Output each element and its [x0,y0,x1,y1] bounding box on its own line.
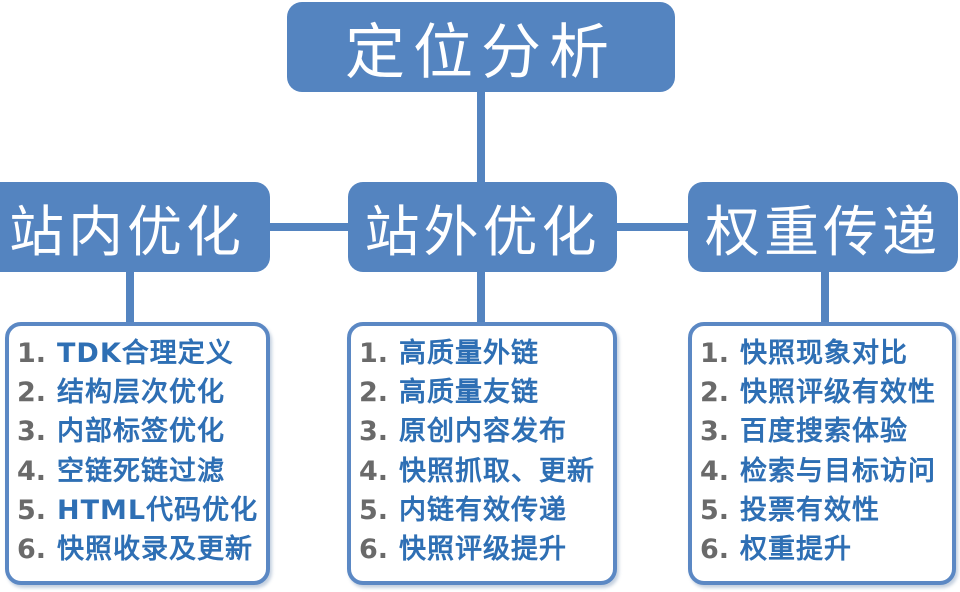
list-item: 3. 内部标签优化 [17,418,262,445]
list-item: 4. 空链死链过滤 [17,458,262,485]
item-number: 2. [17,377,47,409]
item-number: 5. [359,494,389,526]
list-item: 5. HTML代码优化 [17,497,262,524]
item-text: 高质量外链 [399,338,539,369]
item-text: 内部标签优化 [57,416,225,448]
item-number: 1. [359,338,389,369]
item-text: 原创内容发布 [399,416,567,448]
list-box-onsite-optimization: 1. TDK合理定义 2. 结构层次优化 3. 内部标签优化 4. 空链死链过滤 5. HTML代… [5,322,270,585]
list-item: 4. 快照抓取、更新 [359,458,609,485]
list-item: 6. 快照评级提升 [359,536,609,563]
item-number: 6. [17,533,47,565]
connector-center-to-right-branch [615,223,690,231]
list-item: 5. 投票有效性 [700,497,948,524]
item-text: 空链死链过滤 [57,455,225,487]
list-item: 3. 原创内容发布 [359,418,609,445]
offsite-item-list: 1. 高质量外链 2. 高质量友链 3. 原创内容发布 4. 快照抓取、更新 5. 内链有效传递 6… [351,326,613,581]
item-text: 快照抓取、更新 [399,455,595,487]
list-item: 5. 内链有效传递 [359,497,609,524]
list-item: 1. 高质量外链 [359,340,609,367]
list-item: 6. 权重提升 [700,536,948,563]
root-node-label: 定位分析 [345,17,617,88]
item-text: 快照评级提升 [399,533,567,565]
item-number: 1. [17,338,47,369]
item-number: 3. [17,416,47,448]
item-number: 6. [700,533,730,565]
onsite-item-list: 1. TDK合理定义 2. 结构层次优化 3. 内部标签优化 4. 空链死链过滤 5. HTML代… [9,326,266,581]
item-text: HTML代码优化 [57,494,259,526]
list-item: 2. 结构层次优化 [17,379,262,406]
weight-item-list: 1. 快照现象对比 2. 快照评级有效性 3. 百度搜索体验 4. 检索与目标访问 5. 投票有效… [692,326,952,581]
item-text: 高质量友链 [399,377,539,409]
connector-left-to-center-branch [268,223,350,231]
item-number: 6. [359,533,389,565]
item-number: 2. [700,377,730,409]
item-text: 快照评级有效性 [740,377,936,409]
list-item: 2. 快照评级有效性 [700,379,948,406]
list-item: 3. 百度搜索体验 [700,418,948,445]
list-item: 1. TDK合理定义 [17,340,262,367]
item-text: 投票有效性 [740,494,880,526]
item-number: 1. [700,338,730,369]
item-number: 4. [359,455,389,487]
root-node: 定位分析 [287,2,675,92]
item-text: TDK合理定义 [57,338,234,369]
item-text: 快照现象对比 [740,338,908,369]
item-number: 4. [700,455,730,487]
item-number: 2. [359,377,389,409]
list-item: 2. 高质量友链 [359,379,609,406]
list-box-weight-transfer: 1. 快照现象对比 2. 快照评级有效性 3. 百度搜索体验 4. 检索与目标访问 5. 投票有效… [688,322,956,585]
list-item: 4. 检索与目标访问 [700,458,948,485]
item-text: 快照收录及更新 [57,533,253,565]
branch-node-offsite-optimization: 站外优化 [348,182,617,272]
connector-root-to-center-branch [477,92,485,182]
branch-node-label: 站内优化 [8,200,245,264]
item-text: 内链有效传递 [399,494,567,526]
item-number: 5. [700,494,730,526]
branch-node-label: 站外优化 [364,200,601,264]
item-number: 4. [17,455,47,487]
list-box-offsite-optimization: 1. 高质量外链 2. 高质量友链 3. 原创内容发布 4. 快照抓取、更新 5. 内链有效传递 6… [347,322,617,585]
branch-node-onsite-optimization: 站内优化 [0,182,270,272]
list-item: 1. 快照现象对比 [700,340,948,367]
item-number: 3. [700,416,730,448]
item-number: 3. [359,416,389,448]
connector-right-branch-to-list [821,271,829,323]
item-text: 权重提升 [740,533,852,565]
branch-node-weight-transfer: 权重传递 [688,182,958,272]
item-text: 结构层次优化 [57,377,225,409]
branch-node-label: 权重传递 [704,200,941,264]
item-text: 检索与目标访问 [740,455,936,487]
connector-center-branch-to-list [477,271,485,323]
item-number: 5. [17,494,47,526]
connector-left-branch-to-list [126,271,134,323]
item-text: 百度搜索体验 [740,416,908,448]
list-item: 6. 快照收录及更新 [17,536,262,563]
